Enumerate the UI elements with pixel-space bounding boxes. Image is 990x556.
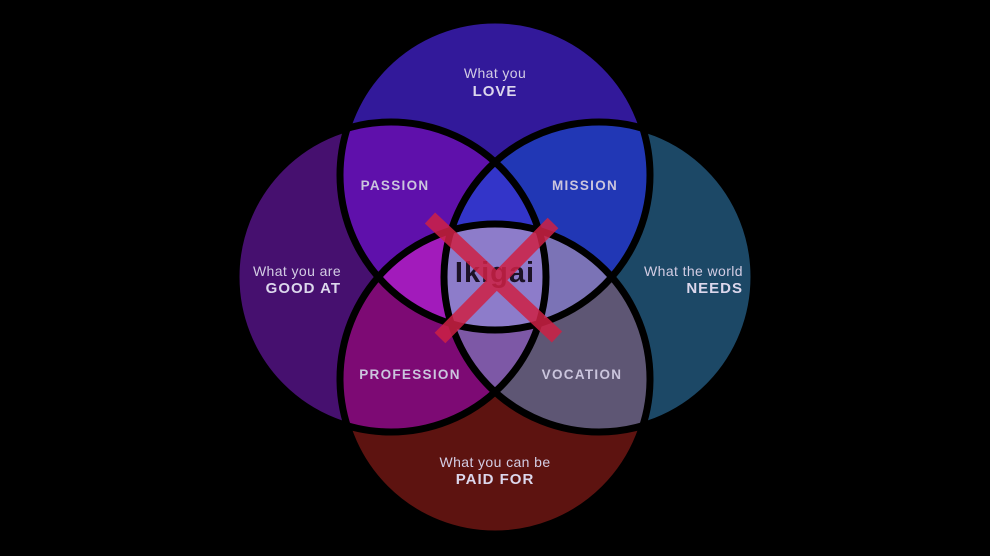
label-profession: PROFESSION [359,367,461,382]
outline-needs [440,118,758,436]
label-paid-for-line2: PAID FOR [456,471,535,488]
petal-bottom [444,224,546,432]
circle-outlines [232,16,758,538]
label-mission: MISSION [552,178,618,193]
petal-left [340,224,546,330]
label-good-at-line2: GOOD AT [266,280,341,297]
cross-stroke-2 [434,217,559,344]
outline-love [336,16,654,334]
outline-good-at [232,118,550,436]
label-needs-line1: What the world [644,263,743,279]
petal-top [444,122,546,330]
outline-paid-for [336,220,654,538]
petal-right [444,224,650,330]
label-love-line1: What you [464,65,526,81]
cross-out-mark [424,212,563,344]
label-paid-for-line1: What you can be [439,454,550,470]
label-vocation: VOCATION [542,367,623,382]
label-passion: PASSION [361,178,430,193]
label-good-at-line1: What you are [253,263,341,279]
label-love-line2: LOVE [473,83,518,100]
label-needs-line2: NEEDS [686,280,743,297]
